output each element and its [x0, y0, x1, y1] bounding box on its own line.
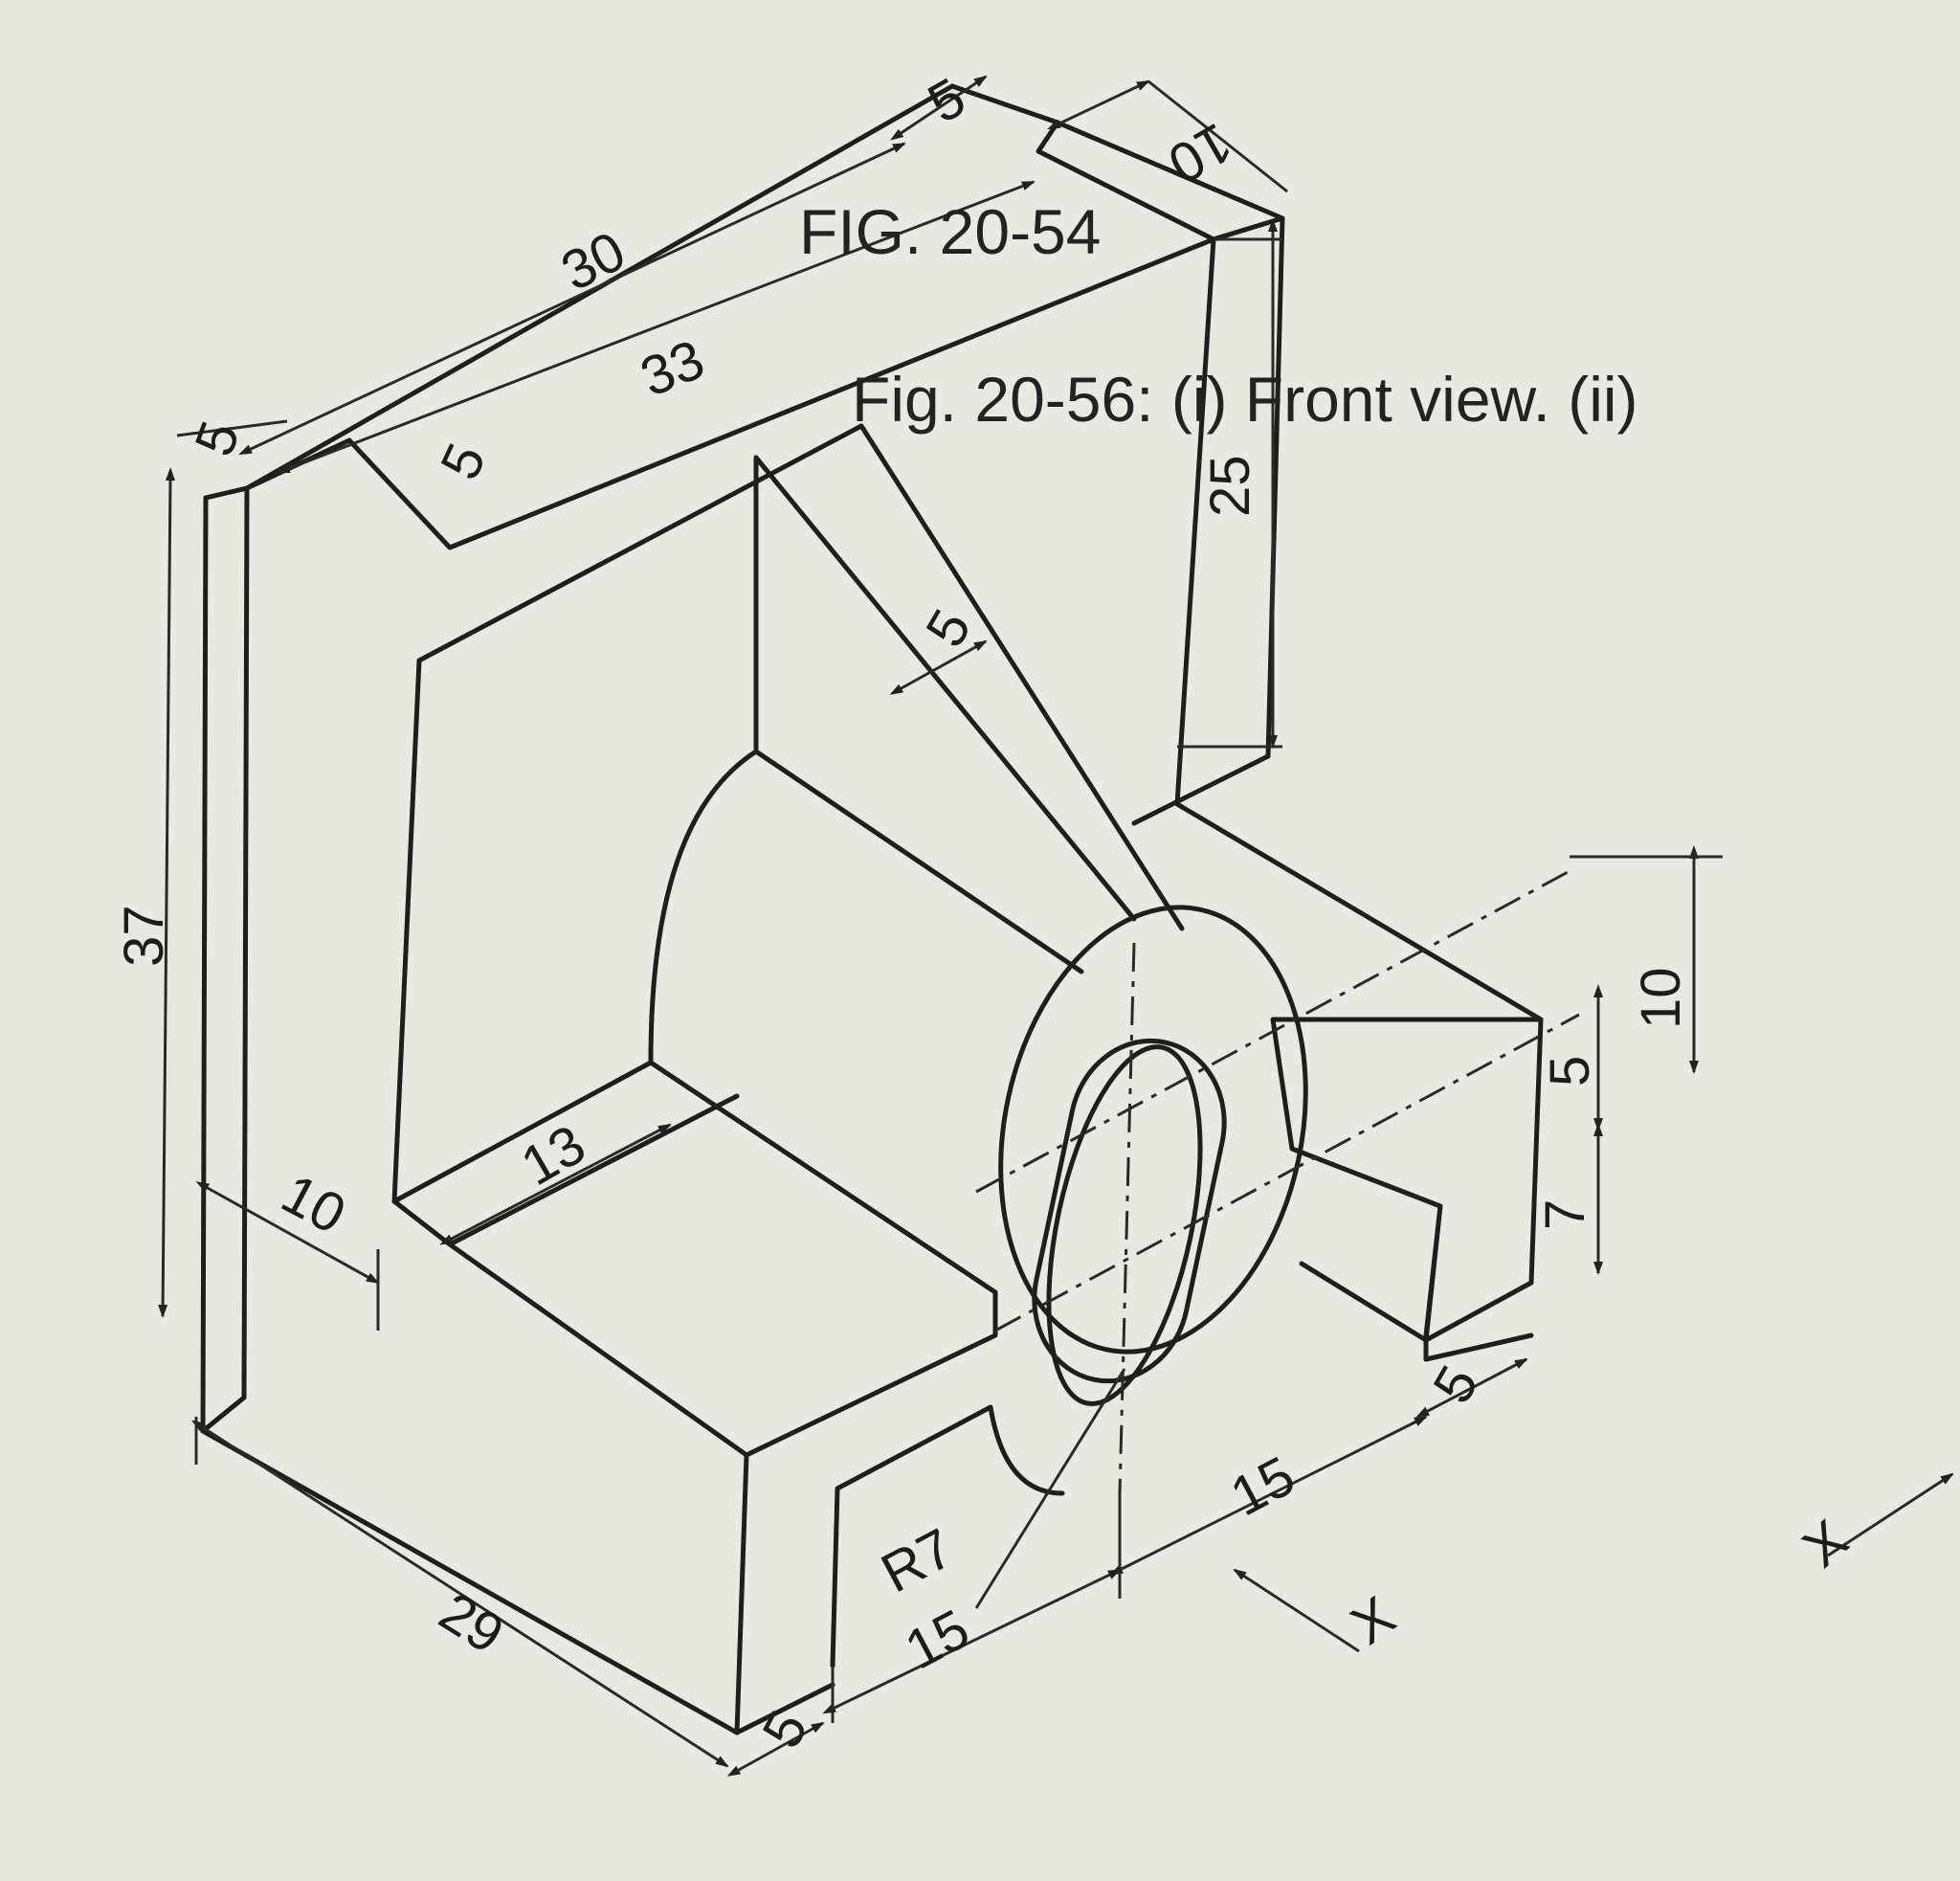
right-block-slot — [1270, 1017, 1544, 1343]
wall-top-back-edge — [949, 83, 1216, 242]
rib-curve — [648, 749, 759, 1065]
view-labels: X X — [1340, 1508, 1860, 1656]
left-wall-inner-edge — [241, 485, 250, 1400]
boss-inner — [1046, 1044, 1203, 1406]
inner-floor-right — [648, 1060, 998, 1295]
dim-5-slot: 5 — [429, 435, 499, 489]
dim-15-right: 15 — [1221, 1444, 1304, 1529]
view-arrow — [1233, 1568, 1360, 1653]
right-block-left — [1131, 753, 1271, 826]
dim-7-right: 7 — [1534, 1199, 1596, 1230]
object-outline — [200, 83, 1544, 1735]
dim-5-right: 5 — [1539, 1056, 1601, 1086]
dim-10-top: 10 — [1158, 111, 1242, 196]
dim-10-right: 10 — [1630, 967, 1692, 1029]
back-wall-right-edge — [1174, 236, 1216, 807]
dim-30: 30 — [551, 219, 635, 302]
base-front-left — [200, 1428, 740, 1735]
back-wall-inner-vertical — [391, 658, 422, 1204]
dim-5-left: 5 — [183, 414, 252, 464]
rib-back — [858, 423, 1185, 931]
slot-oblong — [1032, 1038, 1227, 1384]
right-block-bottom — [1423, 1332, 1534, 1362]
dimension-lines — [158, 75, 1954, 1777]
dim-33: 33 — [633, 328, 713, 409]
view-arrow-edge — [1827, 1472, 1954, 1557]
inner-floor-front — [447, 1093, 740, 1247]
figure-captions: FIG. 20-54 Fig. 20-56: (i) Front view. (… — [799, 196, 1638, 435]
rib-bottom — [753, 455, 1084, 974]
inner-floor-back — [391, 1060, 654, 1204]
rib-left — [753, 455, 1137, 922]
dim-15-left: 15 — [896, 1598, 979, 1682]
center-lines — [975, 869, 1580, 1494]
base-step — [744, 1289, 998, 1458]
dim-10-base: 10 — [272, 1162, 355, 1246]
back-wall-right-edge-2 — [1265, 215, 1285, 759]
right-block-top — [1174, 801, 1544, 1343]
boss-outer — [998, 905, 1308, 1355]
dim-r7: R7 — [872, 1516, 964, 1604]
view-x-edge-label: X — [1792, 1508, 1860, 1579]
base-front-vertical — [734, 1452, 749, 1735]
right-block-slot-lower — [1299, 1261, 1429, 1362]
left-wall-edge — [200, 495, 209, 1434]
dim-13: 13 — [511, 1113, 595, 1198]
dim-37: 37 — [113, 905, 175, 967]
caption-fig-20-56: Fig. 20-56: (i) Front view. (ii) — [852, 364, 1638, 435]
wall-top-cap — [203, 485, 250, 501]
dim-29: 29 — [429, 1580, 514, 1666]
dimension-labels: 5 10 30 33 5 5 25 5 37 13 10 29 10 5 7 5… — [113, 66, 1692, 1758]
base-top-left — [200, 1395, 247, 1434]
base-left-top — [391, 1198, 749, 1458]
caption-fig-20-54: FIG. 20-54 — [799, 196, 1101, 267]
dim-25: 25 — [1199, 455, 1261, 517]
dim-5-bottom-right: 5 — [1421, 1355, 1490, 1413]
